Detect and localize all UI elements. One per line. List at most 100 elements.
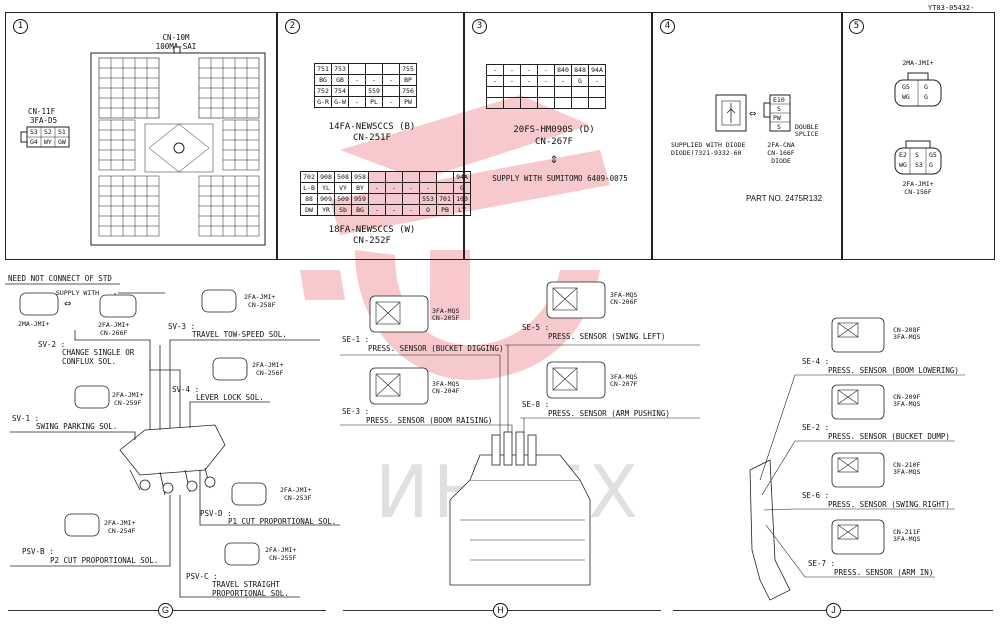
- se8-code: SE-8 :: [522, 400, 550, 409]
- mjmi-connector-name: 2MA-JMI+: [18, 320, 50, 328]
- se6-code: SE-6 :: [802, 491, 830, 500]
- se1-name: PRESS. SENSOR (BUCKET DIGGING): [368, 344, 504, 353]
- cn258f-cn: CN-258F: [248, 301, 276, 309]
- cn267f-name: 20FS-HM090S (D): [513, 125, 595, 135]
- cn10m-title: CN-10M: [162, 33, 190, 42]
- cn267f-cn: CN-267F: [535, 137, 573, 147]
- splice-arrow-icon: ⇔: [749, 106, 757, 120]
- need-not-connect-note: NEED NOT CONNECT OF STD: [8, 274, 112, 283]
- cn253f-name: 2FA-JMI+: [280, 486, 312, 494]
- p5-bot-pin-2: S: [915, 151, 919, 159]
- cn208f-cn: CN-208F: [893, 326, 921, 334]
- cn255f-cn: CN-255F: [269, 554, 297, 562]
- splice-pin-3: PW: [773, 114, 781, 122]
- psvc-name: TRAVEL STRAIGHT PROPORTIONAL SOL.: [212, 580, 289, 598]
- se4-name: PRESS. SENSOR (BOOM LOWERING): [828, 366, 959, 375]
- panel-5-number: 5: [849, 19, 864, 34]
- p5-top-pin-3: WG: [902, 93, 910, 101]
- cn255f-name: 2FA-JMI+: [265, 546, 297, 554]
- sv3-code: SV-3 :: [168, 322, 196, 331]
- cn211f-conn: 3FA-MQS: [893, 535, 921, 543]
- document-id: YT03-05432-: [928, 4, 975, 12]
- p5-bot-pin-6: G: [929, 161, 933, 169]
- psvd-code: PSV-D :: [200, 509, 232, 518]
- cn209f-cn: CN-209F: [893, 393, 921, 401]
- cn11f-pin-4: G4: [30, 138, 38, 146]
- cn166f-cn: CN-166F: [767, 149, 795, 157]
- cn266f-name: 2FA-JMI+: [98, 321, 130, 329]
- splice-pin-1: E10: [773, 96, 785, 104]
- sv3-name: TRAVEL TOW-SPEED SOL.: [192, 330, 287, 339]
- cn206f-conn: 3FA-MQS: [610, 291, 638, 299]
- cn254f-cn: CN-254F: [108, 527, 136, 535]
- panel-4-number: 4: [660, 19, 675, 34]
- cn205f-cn: CN-205F: [432, 314, 460, 322]
- se5-code: SE-5 :: [522, 323, 550, 332]
- cn266f-cn: CN-266F: [100, 329, 128, 337]
- panel-3-frame: [464, 12, 652, 260]
- cn209f-conn: 3FA-MQS: [893, 400, 921, 408]
- p5-bot-connector-cn: CN-156F: [904, 188, 932, 196]
- diode-label: DIODE: [771, 157, 791, 165]
- cn251f-cn: CN-251F: [353, 133, 391, 143]
- p5-bot-pin-5: S3: [915, 161, 923, 169]
- cn11f-pin-2: S2: [44, 128, 52, 136]
- se2-code: SE-2 :: [802, 423, 830, 432]
- cn259f-name: 2FA-JMI+: [112, 391, 144, 399]
- diode-supply-note-1: SUPPLIED WITH DIODE: [671, 141, 746, 149]
- sv4-name: LEVER LOCK SOL.: [196, 393, 264, 402]
- psvb-code: PSV-B :: [22, 547, 54, 556]
- se2-name: PRESS. SENSOR (BUCKET DUMP): [828, 432, 950, 441]
- cn204f-cn: CN-204F: [432, 387, 460, 395]
- cn166f-name: 2FA-CNA: [767, 141, 795, 149]
- p5-bot-pin-1: E2: [899, 151, 907, 159]
- cn11f-sub: 3FA-D5: [30, 116, 58, 125]
- p5-top-pin-4: G: [924, 93, 928, 101]
- se6-name: PRESS. SENSOR (SWING RIGHT): [828, 500, 950, 509]
- splice-pin-2: S: [777, 105, 781, 113]
- panel-1-number: 1: [13, 19, 28, 34]
- cn254f-name: 2FA-JMI+: [104, 519, 136, 527]
- cn256f-cn: CN-256F: [256, 369, 284, 377]
- se7-name: PRESS. SENSOR (ARM IN): [834, 568, 934, 577]
- cn207f-cn: CN-207F: [610, 380, 638, 388]
- panel-5-frame: [842, 12, 995, 260]
- psvb-name: P2 CUT PROPORTIONAL SOL.: [50, 556, 159, 565]
- double-arrow-icon: ⇕: [549, 151, 559, 167]
- sv1-code: SV-1 :: [12, 414, 40, 423]
- cn256f-name: 2FA-JMI+: [252, 361, 284, 369]
- cn206f-cn: CN-206F: [610, 298, 638, 306]
- part-number: PART NO. 2475R132: [746, 194, 823, 203]
- sv2-name: CHANGE SINGLE OR CONFLUX SOL.: [62, 348, 135, 366]
- cn205f-conn: 3FA-MQS: [432, 307, 460, 315]
- supply-arrow-icon: ⇔: [64, 296, 72, 310]
- cn210f-cn: CN-210F: [893, 461, 921, 469]
- se1-code: SE-1 :: [342, 335, 370, 344]
- se5-name: PRESS. SENSOR (SWING LEFT): [548, 332, 666, 341]
- se3-code: SE-3 :: [342, 407, 370, 416]
- cn208f-conn: 3FA-MQS: [893, 333, 921, 341]
- p5-bot-pin-4: WG: [899, 161, 907, 169]
- p5-bot-connector-name: 2FA-JMI+: [902, 180, 934, 188]
- panel-1-frame: [5, 12, 277, 260]
- section-j-label: J: [826, 603, 841, 618]
- cn211f-cn: CN-211F: [893, 528, 921, 536]
- psvd-name: P1 CUT PROPORTIONAL SOL.: [228, 517, 337, 526]
- se3-name: PRESS. SENSOR (BOOM RAISING): [366, 416, 493, 425]
- se8-name: PRESS. SENSOR (ARM PUSHING): [548, 409, 670, 418]
- splice-pin-4: S: [777, 123, 781, 131]
- cn251f-name: 14FA-NEWSCCS (B): [328, 122, 416, 132]
- section-g-label: G: [158, 603, 173, 618]
- cn210f-conn: 3FA-MQS: [893, 468, 921, 476]
- sv1-name: SWING PARKING SOL.: [36, 422, 118, 431]
- cn11f-title: CN-11F: [28, 107, 56, 116]
- panel-2-number: 2: [285, 19, 300, 34]
- psvc-code: PSV-C :: [186, 572, 218, 581]
